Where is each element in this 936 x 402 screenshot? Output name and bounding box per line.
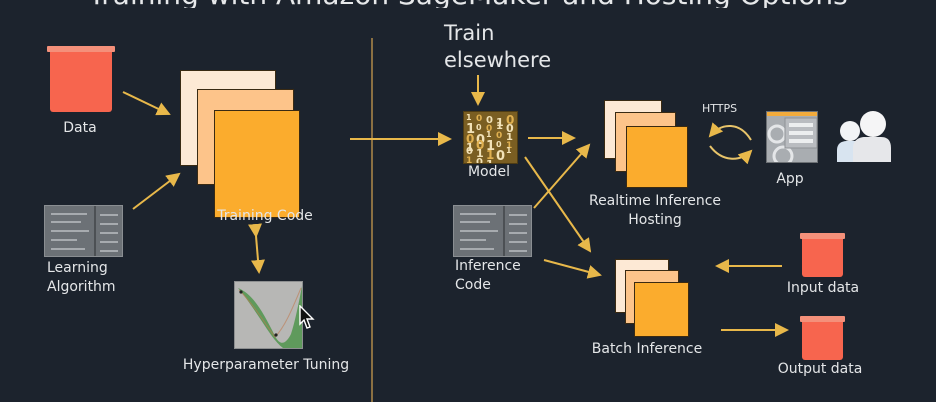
model-digit: 0	[466, 146, 473, 158]
model-digit: 0	[476, 138, 485, 152]
arrow-algorithm-to-training	[132, 172, 181, 210]
model-digit: 0	[506, 122, 514, 136]
model-digit: 1	[506, 141, 513, 151]
data-bucket-icon	[47, 46, 115, 112]
https-bidirectional-arrows-icon	[708, 122, 753, 165]
batch-inference-icon	[615, 259, 690, 341]
model-digit: 0	[466, 131, 475, 146]
train-elsewhere-line1: Train	[444, 21, 495, 45]
model-digit: 1	[486, 148, 495, 163]
batch-inference-label: Batch Inference	[591, 341, 703, 357]
model-label: Model	[467, 164, 511, 180]
arrow-data-to-training	[122, 91, 171, 116]
model-digit: 1	[476, 147, 484, 161]
model-digit: 0	[496, 130, 503, 141]
output-data-label: Output data	[777, 361, 863, 377]
learning-algorithm-label-line1: Learning	[47, 260, 108, 276]
app-gears-icon	[766, 111, 818, 163]
model-digit: 1	[506, 131, 513, 143]
model-digit: 0	[496, 149, 506, 164]
model-digit: 1	[466, 141, 474, 154]
model-digit: 1	[466, 122, 476, 138]
data-label: Data	[63, 120, 97, 136]
inference-code-icon	[453, 205, 532, 257]
hyperparameter-tuning-label: Hyperparameter Tuning	[182, 357, 350, 373]
model-digit: 1	[506, 146, 512, 156]
arrow-inference-code-to-batch	[543, 259, 602, 279]
arrow-model-to-batch	[524, 156, 592, 253]
https-label: HTTPS	[702, 102, 738, 115]
model-digit: 0	[476, 132, 486, 148]
model-digit: 0	[476, 156, 483, 164]
slide-title: Training with Amazon SageMaker and Hosti…	[0, 0, 936, 8]
output-data-bucket-icon	[800, 316, 845, 360]
arrow-inference-code-to-realtime	[533, 143, 591, 209]
app-label: App	[776, 171, 804, 187]
model-digit: 0	[496, 140, 502, 149]
inference-code-label-line1: Inference	[455, 258, 521, 274]
train-elsewhere-line2: elsewhere	[444, 48, 552, 72]
input-data-bucket-icon	[800, 233, 845, 277]
learning-algorithm-code-icon	[44, 205, 123, 257]
model-digit: 1	[466, 155, 473, 164]
model-digit: 0	[476, 114, 483, 124]
realtime-inference-hosting-icon	[604, 100, 688, 188]
training-code-label: Training Code	[217, 208, 313, 224]
users-icon	[837, 111, 891, 162]
model-digit: 1	[486, 158, 494, 163]
training-code-icon	[180, 70, 300, 218]
model-digit: 1	[486, 129, 492, 139]
binary-model-icon: 1001010010001011010101101101	[463, 111, 518, 164]
learning-algorithm-label-line2: Algorithm	[47, 279, 116, 295]
model-digit: 1	[486, 139, 496, 154]
mouse-cursor-icon	[299, 305, 315, 329]
model-digit: 1	[496, 121, 503, 133]
model-digit: 1	[466, 113, 472, 122]
model-digit: 0	[476, 123, 482, 133]
hyperparameter-tuning-chart-icon	[234, 281, 303, 349]
model-digit: 0	[486, 124, 493, 135]
realtime-inference-label-line1: Realtime Inference	[588, 193, 722, 209]
arrow-training-hyperparameter	[248, 223, 265, 274]
input-data-label: Input data	[786, 280, 860, 296]
model-digit: 1	[496, 116, 504, 129]
model-digit: 0	[506, 113, 515, 127]
model-digit: 0	[486, 115, 493, 126]
realtime-inference-label-line2: Hosting	[628, 212, 682, 228]
inference-code-label-line2: Code	[455, 277, 491, 293]
